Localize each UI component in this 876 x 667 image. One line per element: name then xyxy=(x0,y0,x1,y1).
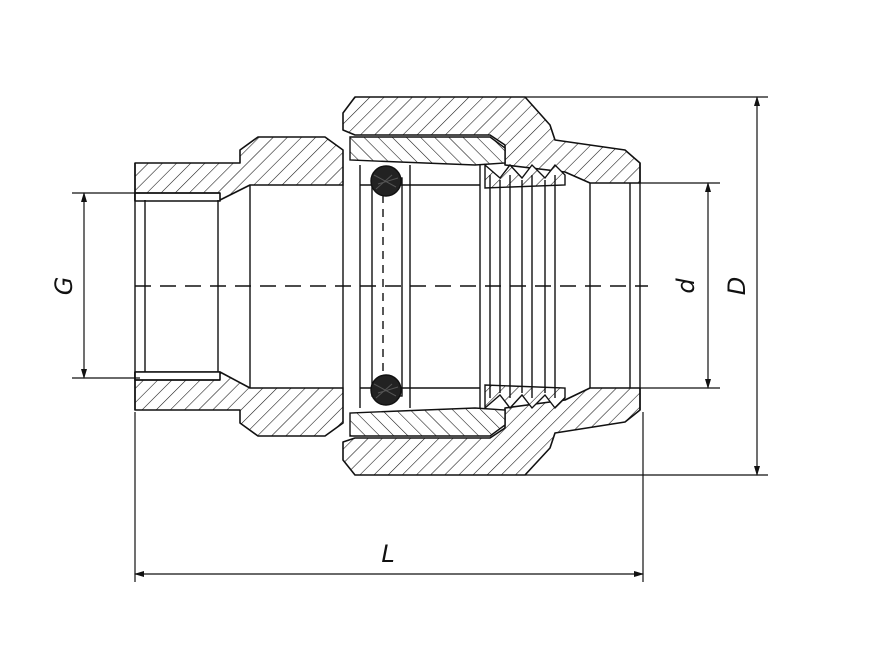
bore-insert-bottom xyxy=(134,371,221,381)
body-top-section xyxy=(134,136,344,201)
clamp-ring-bottom xyxy=(349,407,506,437)
nut-bottom-section xyxy=(342,387,641,476)
body-bottom-section xyxy=(134,371,344,437)
compression-nut xyxy=(342,96,641,476)
label-g: G xyxy=(50,277,78,296)
dimension-lines xyxy=(72,96,768,582)
grip-teeth-top xyxy=(484,163,566,189)
label-d: d xyxy=(672,278,700,294)
bore-insert-top xyxy=(134,192,221,202)
nut-top-section xyxy=(342,96,641,184)
o-ring-seals xyxy=(370,165,402,406)
clamp-ring-top xyxy=(349,136,506,166)
label-outer-d: D xyxy=(723,277,751,295)
label-l: L xyxy=(381,540,394,568)
